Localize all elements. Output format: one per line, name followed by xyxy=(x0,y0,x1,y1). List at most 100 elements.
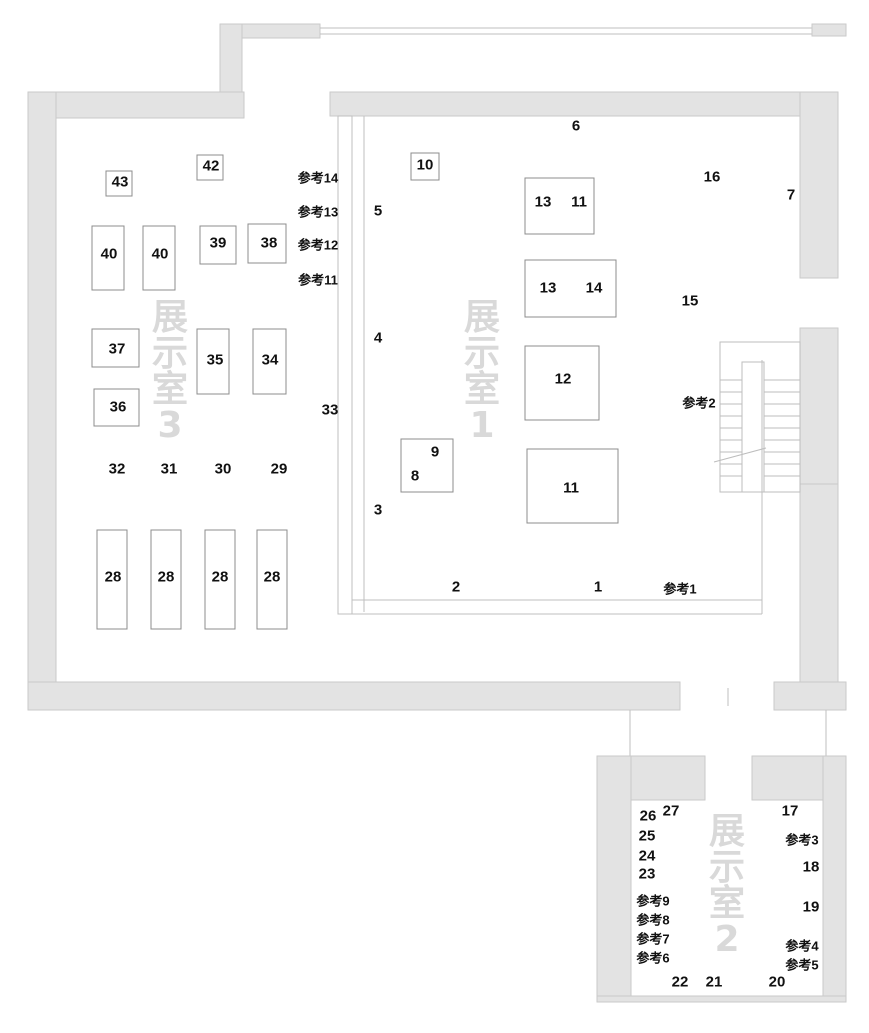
display-case-40 xyxy=(142,225,176,291)
display-case-28 xyxy=(96,529,128,630)
reference-4: 参考4 xyxy=(785,938,819,954)
exhibit-15: 15 xyxy=(681,292,699,310)
exhibit-33: 33 xyxy=(321,401,339,419)
exhibit-40: 40 xyxy=(100,245,118,263)
exhibit-27: 27 xyxy=(662,802,680,820)
reference-6: 参考6 xyxy=(636,950,670,966)
exhibit-28: 28 xyxy=(263,568,281,586)
exhibit-36: 36 xyxy=(109,398,127,416)
stairs xyxy=(741,361,765,493)
reference-9: 参考9 xyxy=(636,893,670,909)
display-case-38 xyxy=(247,223,287,264)
reference-13: 参考13 xyxy=(297,204,339,220)
exhibit-14: 14 xyxy=(585,279,603,297)
display-case-28 xyxy=(150,529,182,630)
exhibit-37: 37 xyxy=(108,340,126,358)
exhibit-24: 24 xyxy=(638,847,656,865)
reference-7: 参考7 xyxy=(636,931,670,947)
wall xyxy=(811,23,847,37)
exhibit-38: 38 xyxy=(260,234,278,252)
exhibit-20: 20 xyxy=(768,973,786,991)
exhibit-32: 32 xyxy=(108,460,126,478)
partition xyxy=(337,115,353,615)
reference-12: 参考12 xyxy=(297,237,339,253)
exhibit-30: 30 xyxy=(214,460,232,478)
stair-steps xyxy=(713,379,800,477)
wall xyxy=(596,755,632,1002)
wall xyxy=(219,23,243,95)
exhibit-2: 2 xyxy=(451,578,461,596)
wall xyxy=(596,995,847,1003)
reference-8: 参考8 xyxy=(636,912,670,928)
exhibit-23: 23 xyxy=(638,865,656,883)
exhibit-1: 1 xyxy=(593,578,603,596)
exhibit-26: 26 xyxy=(639,807,657,825)
wall xyxy=(27,91,245,119)
exhibit-17: 17 xyxy=(781,802,799,820)
wall xyxy=(329,91,839,117)
exhibit-25: 25 xyxy=(638,827,656,845)
wall xyxy=(27,91,57,711)
exhibit-18: 18 xyxy=(802,858,820,876)
exhibit-21: 21 xyxy=(705,973,723,991)
exhibit-7: 7 xyxy=(786,186,796,204)
wall xyxy=(822,755,847,1002)
room-name: 展示室1 xyxy=(463,297,500,446)
display-case-39 xyxy=(199,225,237,265)
wall xyxy=(799,327,839,485)
display-case-42 xyxy=(196,154,224,181)
display-case-28 xyxy=(204,529,236,630)
display-case-34 xyxy=(252,328,287,395)
room-label-1: 展示室1 xyxy=(462,300,502,444)
display-case-13-11 xyxy=(524,177,595,235)
reference-11: 参考11 xyxy=(298,272,338,288)
exhibit-34: 34 xyxy=(261,351,279,369)
exhibit-43: 43 xyxy=(111,173,129,191)
exhibit-19: 19 xyxy=(802,898,820,916)
wall xyxy=(799,483,839,685)
display-case-43 xyxy=(105,170,133,197)
wall xyxy=(27,681,681,711)
exhibit-3: 3 xyxy=(373,501,383,519)
exhibit-9: 9 xyxy=(430,443,440,461)
room-name: 展示室3 xyxy=(151,297,188,446)
exhibit-12: 12 xyxy=(554,370,572,388)
wall xyxy=(773,681,847,711)
display-case-8-9 xyxy=(400,438,454,493)
exhibit-39: 39 xyxy=(209,234,227,252)
stairs xyxy=(719,341,801,493)
exhibit-13: 13 xyxy=(539,279,557,297)
reference-14: 参考14 xyxy=(297,170,339,186)
display-case-28 xyxy=(256,529,288,630)
wall xyxy=(799,91,839,279)
display-case-12 xyxy=(524,345,600,421)
exhibit-11: 11 xyxy=(563,479,579,497)
exhibit-10: 10 xyxy=(416,156,434,174)
display-case-37 xyxy=(91,328,140,368)
exhibit-16: 16 xyxy=(703,168,721,186)
room-label-3: 展示室3 xyxy=(150,300,190,444)
exhibit-31: 31 xyxy=(160,460,178,478)
room-label-2: 展示室2 xyxy=(707,814,747,958)
room-name: 展示室2 xyxy=(708,811,745,960)
exhibit-4: 4 xyxy=(373,329,383,347)
reference-5: 参考5 xyxy=(785,957,819,973)
reference-2: 参考2 xyxy=(682,395,716,411)
display-case-13-14 xyxy=(524,259,617,318)
exhibit-28: 28 xyxy=(211,568,229,586)
exhibit-42: 42 xyxy=(202,157,220,175)
reference-3: 参考3 xyxy=(785,832,819,848)
display-case-40 xyxy=(91,225,125,291)
display-case-11 xyxy=(526,448,619,524)
display-case-35 xyxy=(196,328,230,395)
exhibit-6: 6 xyxy=(571,117,581,135)
exhibit-5: 5 xyxy=(373,202,383,220)
exhibit-11: 11 xyxy=(571,193,587,211)
display-case-10 xyxy=(410,152,440,181)
exhibit-22: 22 xyxy=(671,973,689,991)
reference-1: 参考1 xyxy=(663,581,697,597)
exhibit-29: 29 xyxy=(270,460,288,478)
exhibit-28: 28 xyxy=(157,568,175,586)
exhibit-40: 40 xyxy=(151,245,169,263)
